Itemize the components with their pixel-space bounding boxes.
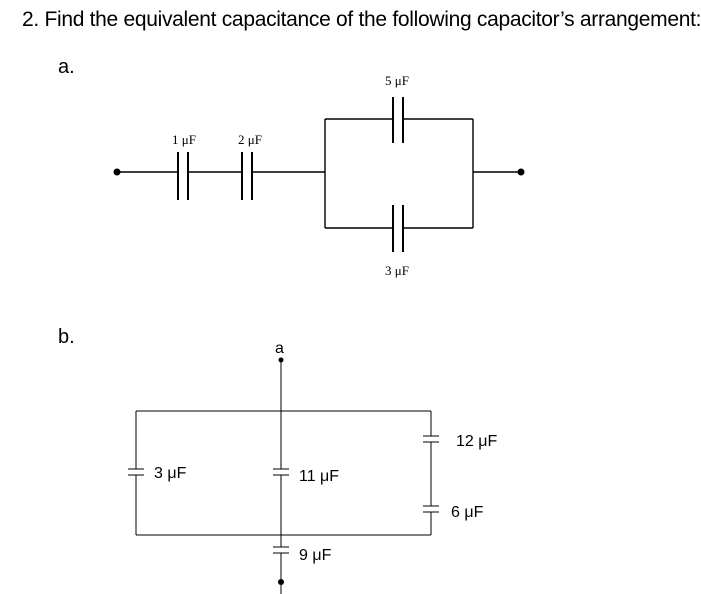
capacitor-12uf xyxy=(423,435,439,443)
label-c1: 1 μF xyxy=(172,132,196,147)
capacitor-11uf xyxy=(273,468,289,476)
capacitor-3uf xyxy=(392,205,404,252)
part-a-label: a. xyxy=(58,56,75,78)
label-9uf: 9 μF xyxy=(299,547,332,564)
capacitor-3uf-b xyxy=(128,468,144,476)
circuit-a: 1 μF 2 μF 5 μF 3 μF xyxy=(113,73,525,278)
label-c-bottom: 3 μF xyxy=(385,263,409,278)
label-11uf: 11 μF xyxy=(299,468,339,485)
capacitor-6uf xyxy=(423,505,439,513)
label-c2: 2 μF xyxy=(238,132,262,147)
terminal-bottom-dot xyxy=(278,579,284,585)
label-c-top: 5 μF xyxy=(385,73,409,88)
part-b-label: b. xyxy=(58,326,75,348)
label-12uf: 12 μF xyxy=(456,433,497,450)
capacitor-5uf xyxy=(392,97,404,143)
circuit-b: a xyxy=(128,340,497,594)
circuit-diagrams: 1 μF 2 μF 5 μF 3 μF a xyxy=(113,73,525,594)
question-title: 2. Find the equivalent capacitance of th… xyxy=(22,8,701,31)
label-6uf: 6 μF xyxy=(451,504,484,521)
capacitor-2uf xyxy=(241,152,253,200)
label-3uf: 3 μF xyxy=(154,465,187,482)
capacitor-1uf xyxy=(177,152,189,200)
label-terminal-a: a xyxy=(275,340,284,357)
capacitor-9uf xyxy=(273,546,289,554)
terminal-right-dot xyxy=(517,168,525,176)
